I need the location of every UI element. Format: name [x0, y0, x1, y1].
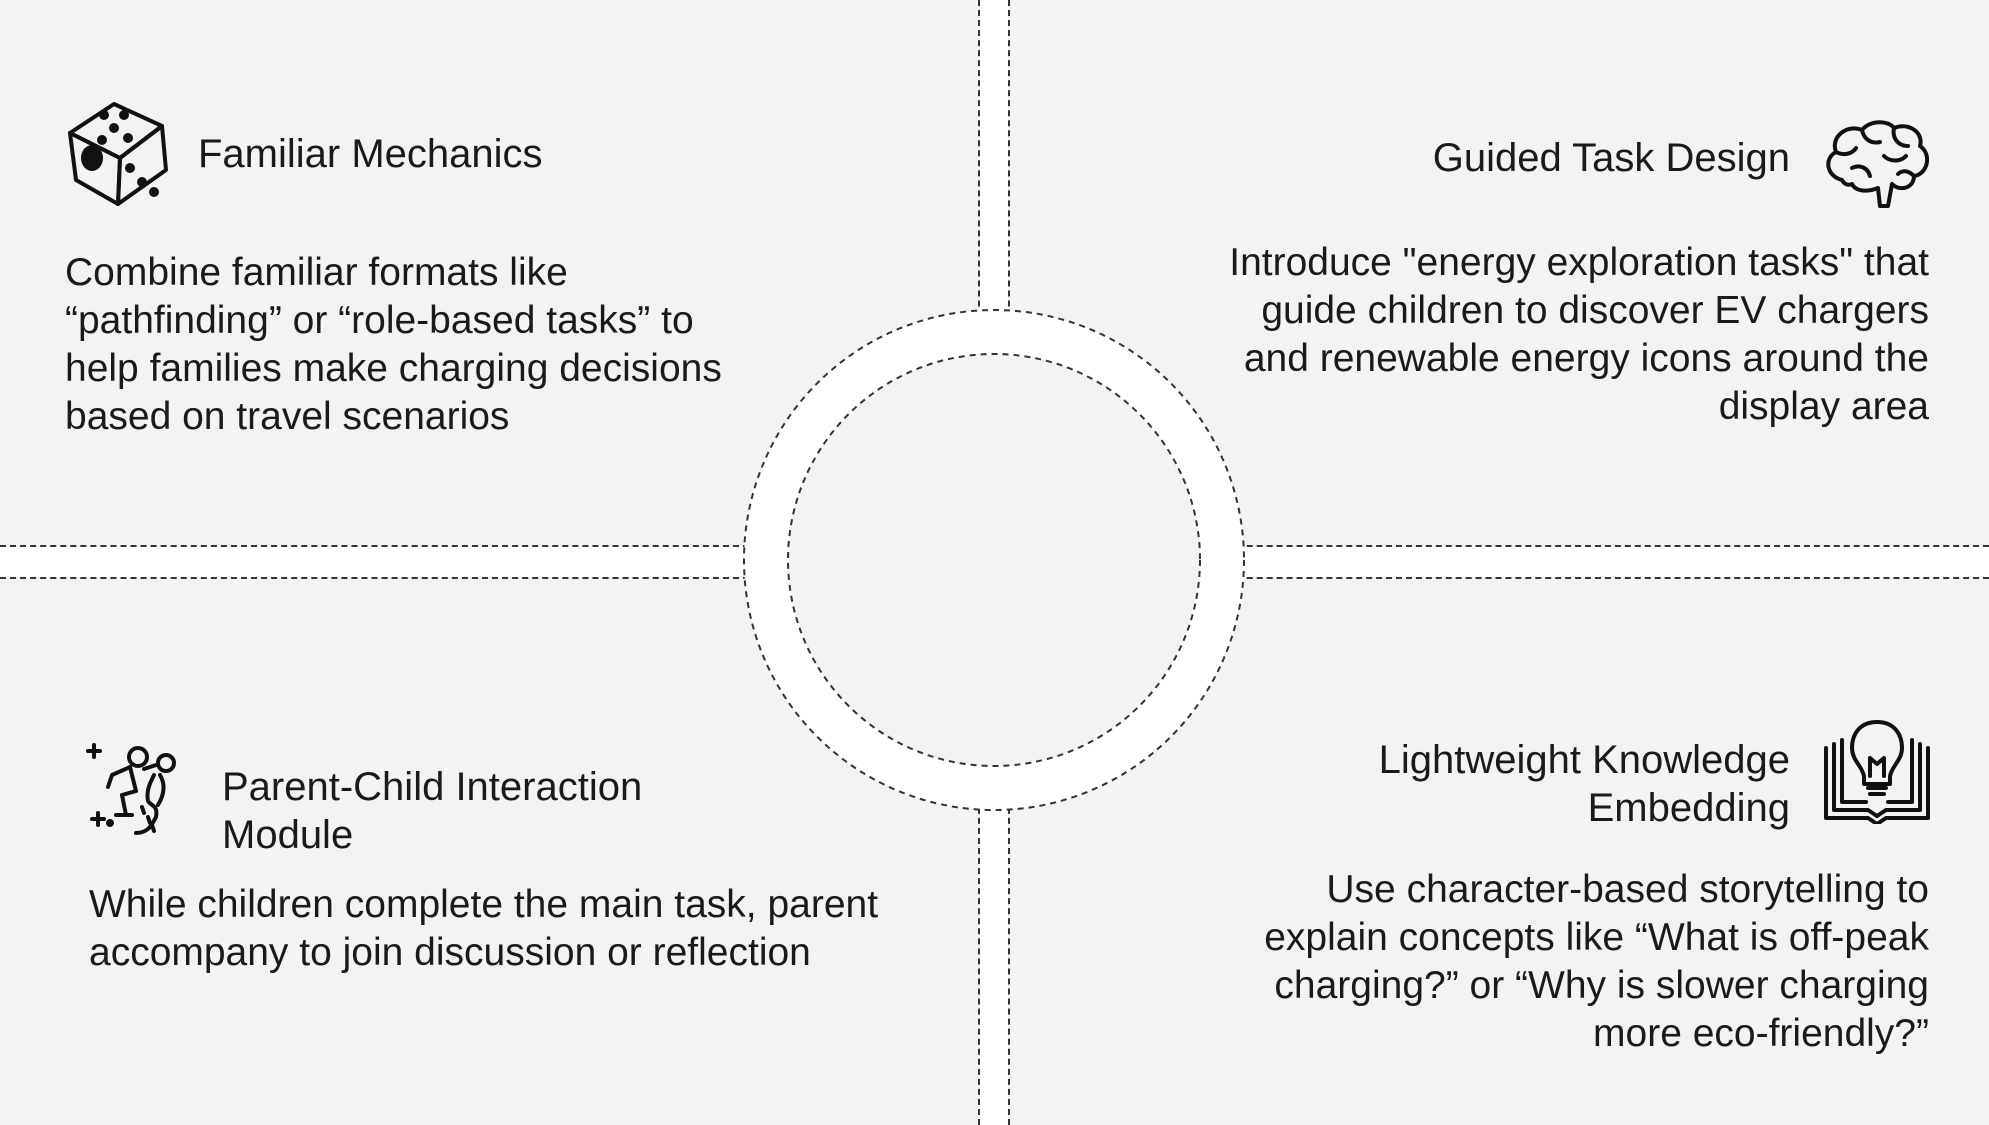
title-parent-child-interaction: Parent-Child Interaction Module: [222, 765, 643, 857]
dice-icon: [68, 102, 168, 206]
desc-guided-task-design: Introduce "energy exploration tasks" tha…: [1229, 241, 1929, 428]
brain-icon: [1826, 120, 1930, 208]
desc-lightweight-knowledge: Use character-based storytelling to expl…: [1264, 868, 1929, 1055]
title-guided-task-design: Guided Task Design: [1432, 136, 1790, 180]
desc-familiar-mechanics: Combine familiar formats like “pathfindi…: [65, 251, 722, 438]
lightbulb-book-icon: [1824, 720, 1930, 824]
inner-circle: [787, 353, 1201, 767]
title-familiar-mechanics: Familiar Mechanics: [198, 132, 543, 176]
title-lightweight-knowledge: Lightweight Knowledge Embedding: [1378, 738, 1790, 830]
desc-parent-child-interaction: While children complete the main task, p…: [89, 883, 879, 974]
parent-child-icon: [86, 743, 176, 835]
